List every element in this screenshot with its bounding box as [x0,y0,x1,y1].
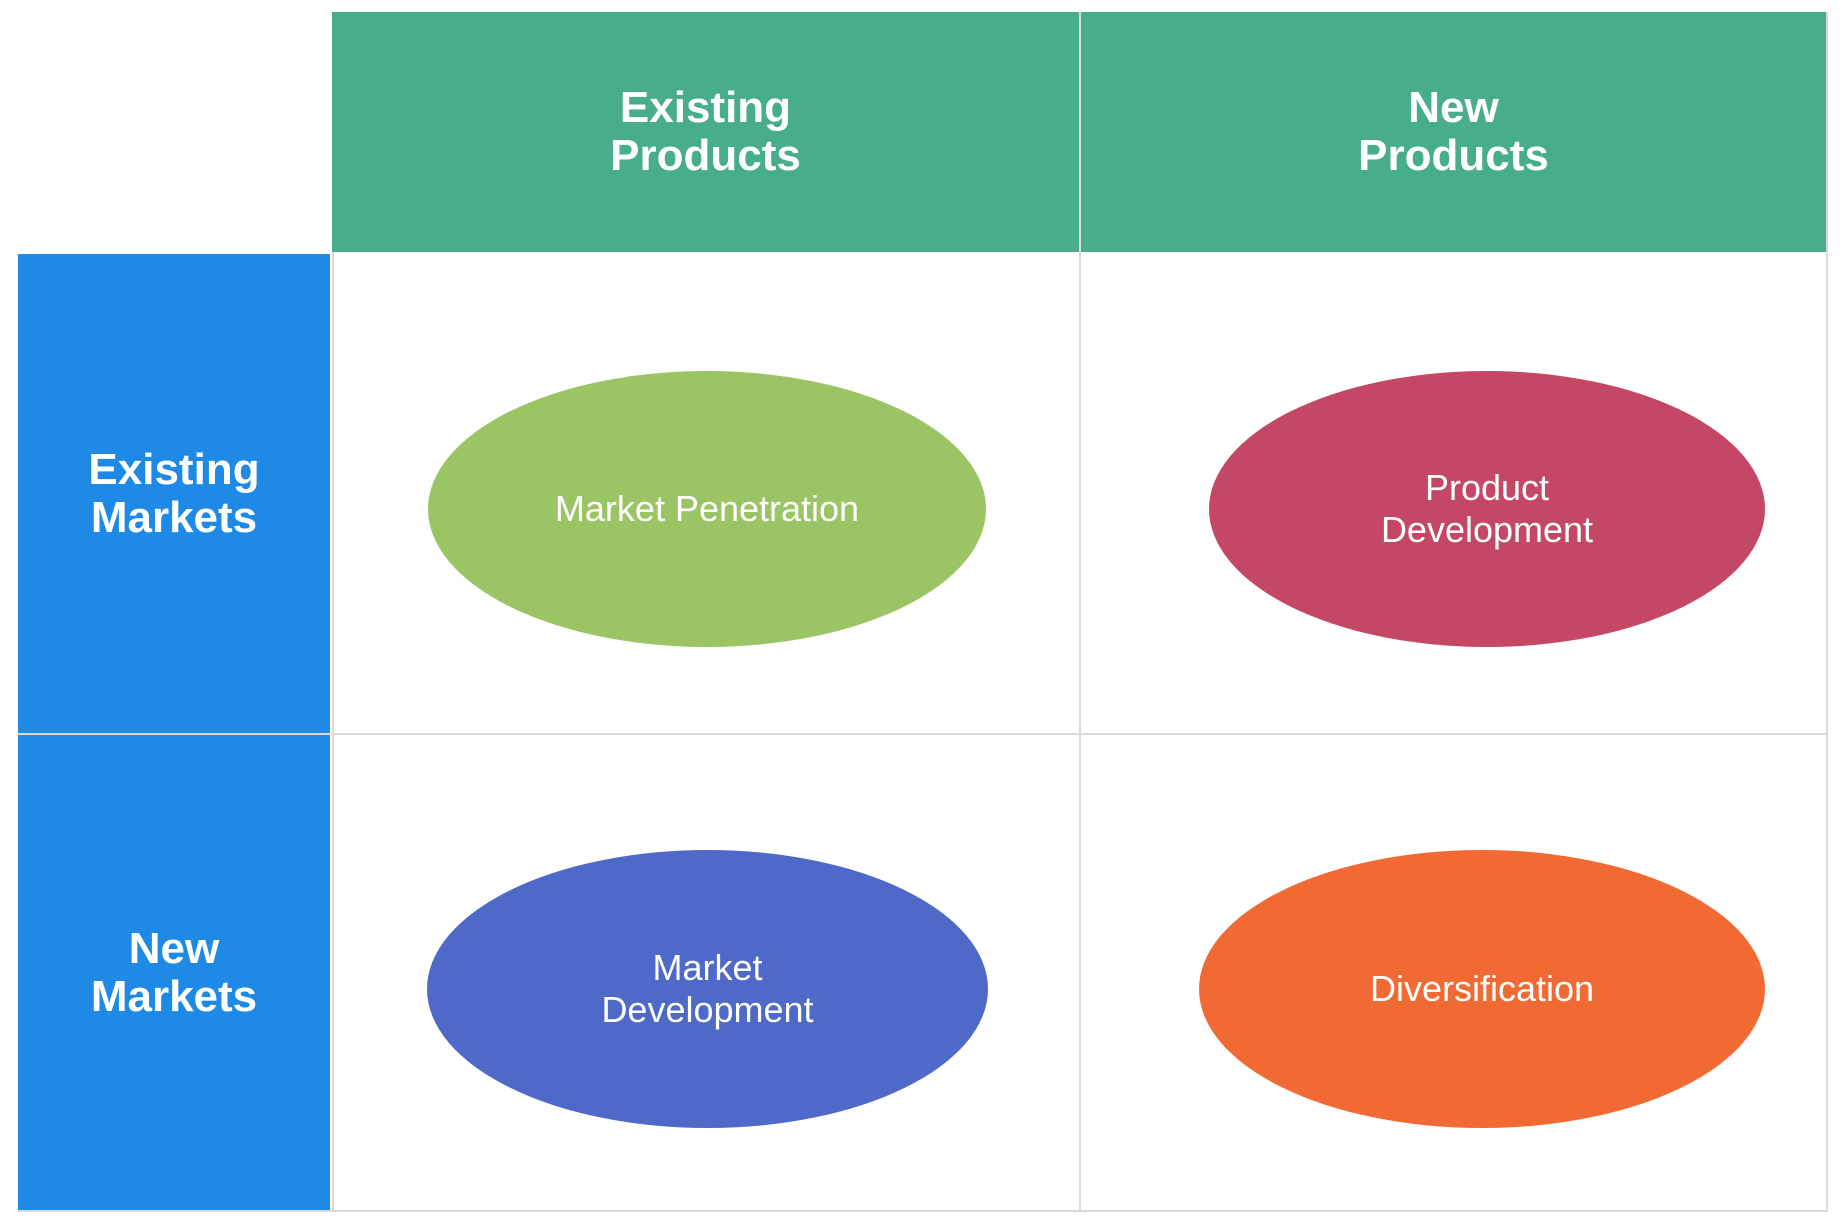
column-header-line: New [1408,83,1499,132]
grid-line-vertical-left [332,252,334,1212]
row-header-line: Markets [90,492,258,542]
strategy-diversification: Diversification [1199,850,1765,1128]
row-header-line: Markets [90,971,258,1021]
column-header-line: Products [610,131,801,180]
strategy-market-penetration: Market Penetration [428,371,986,647]
column-header-line: Existing [619,83,792,132]
row-header-existing-markets: Existing Markets [18,254,330,733]
column-header-existing-products: Existing Products [332,12,1079,252]
strategy-label: Market Penetration [554,488,860,529]
grid-line-vertical-middle [1079,12,1081,1212]
strategy-label: Market [652,947,763,988]
strategy-market-development: Market Development [427,850,988,1128]
strategy-label: Product [1424,467,1550,508]
strategy-label: Development [1380,509,1594,550]
grid-line-horizontal-middle [18,733,1828,735]
column-header-line: Products [1358,131,1549,180]
strategy-product-development: Product Development [1209,371,1765,647]
row-header-line: New [128,923,220,973]
strategy-label: Diversification [1369,968,1595,1009]
column-header-new-products: New Products [1081,12,1826,252]
grid-line-vertical-right [1826,12,1828,1212]
row-header-new-markets: New Markets [18,735,330,1210]
grid-line-horizontal-bottom [18,1210,1828,1212]
row-header-line: Existing [88,444,260,494]
strategy-label: Development [601,989,814,1030]
